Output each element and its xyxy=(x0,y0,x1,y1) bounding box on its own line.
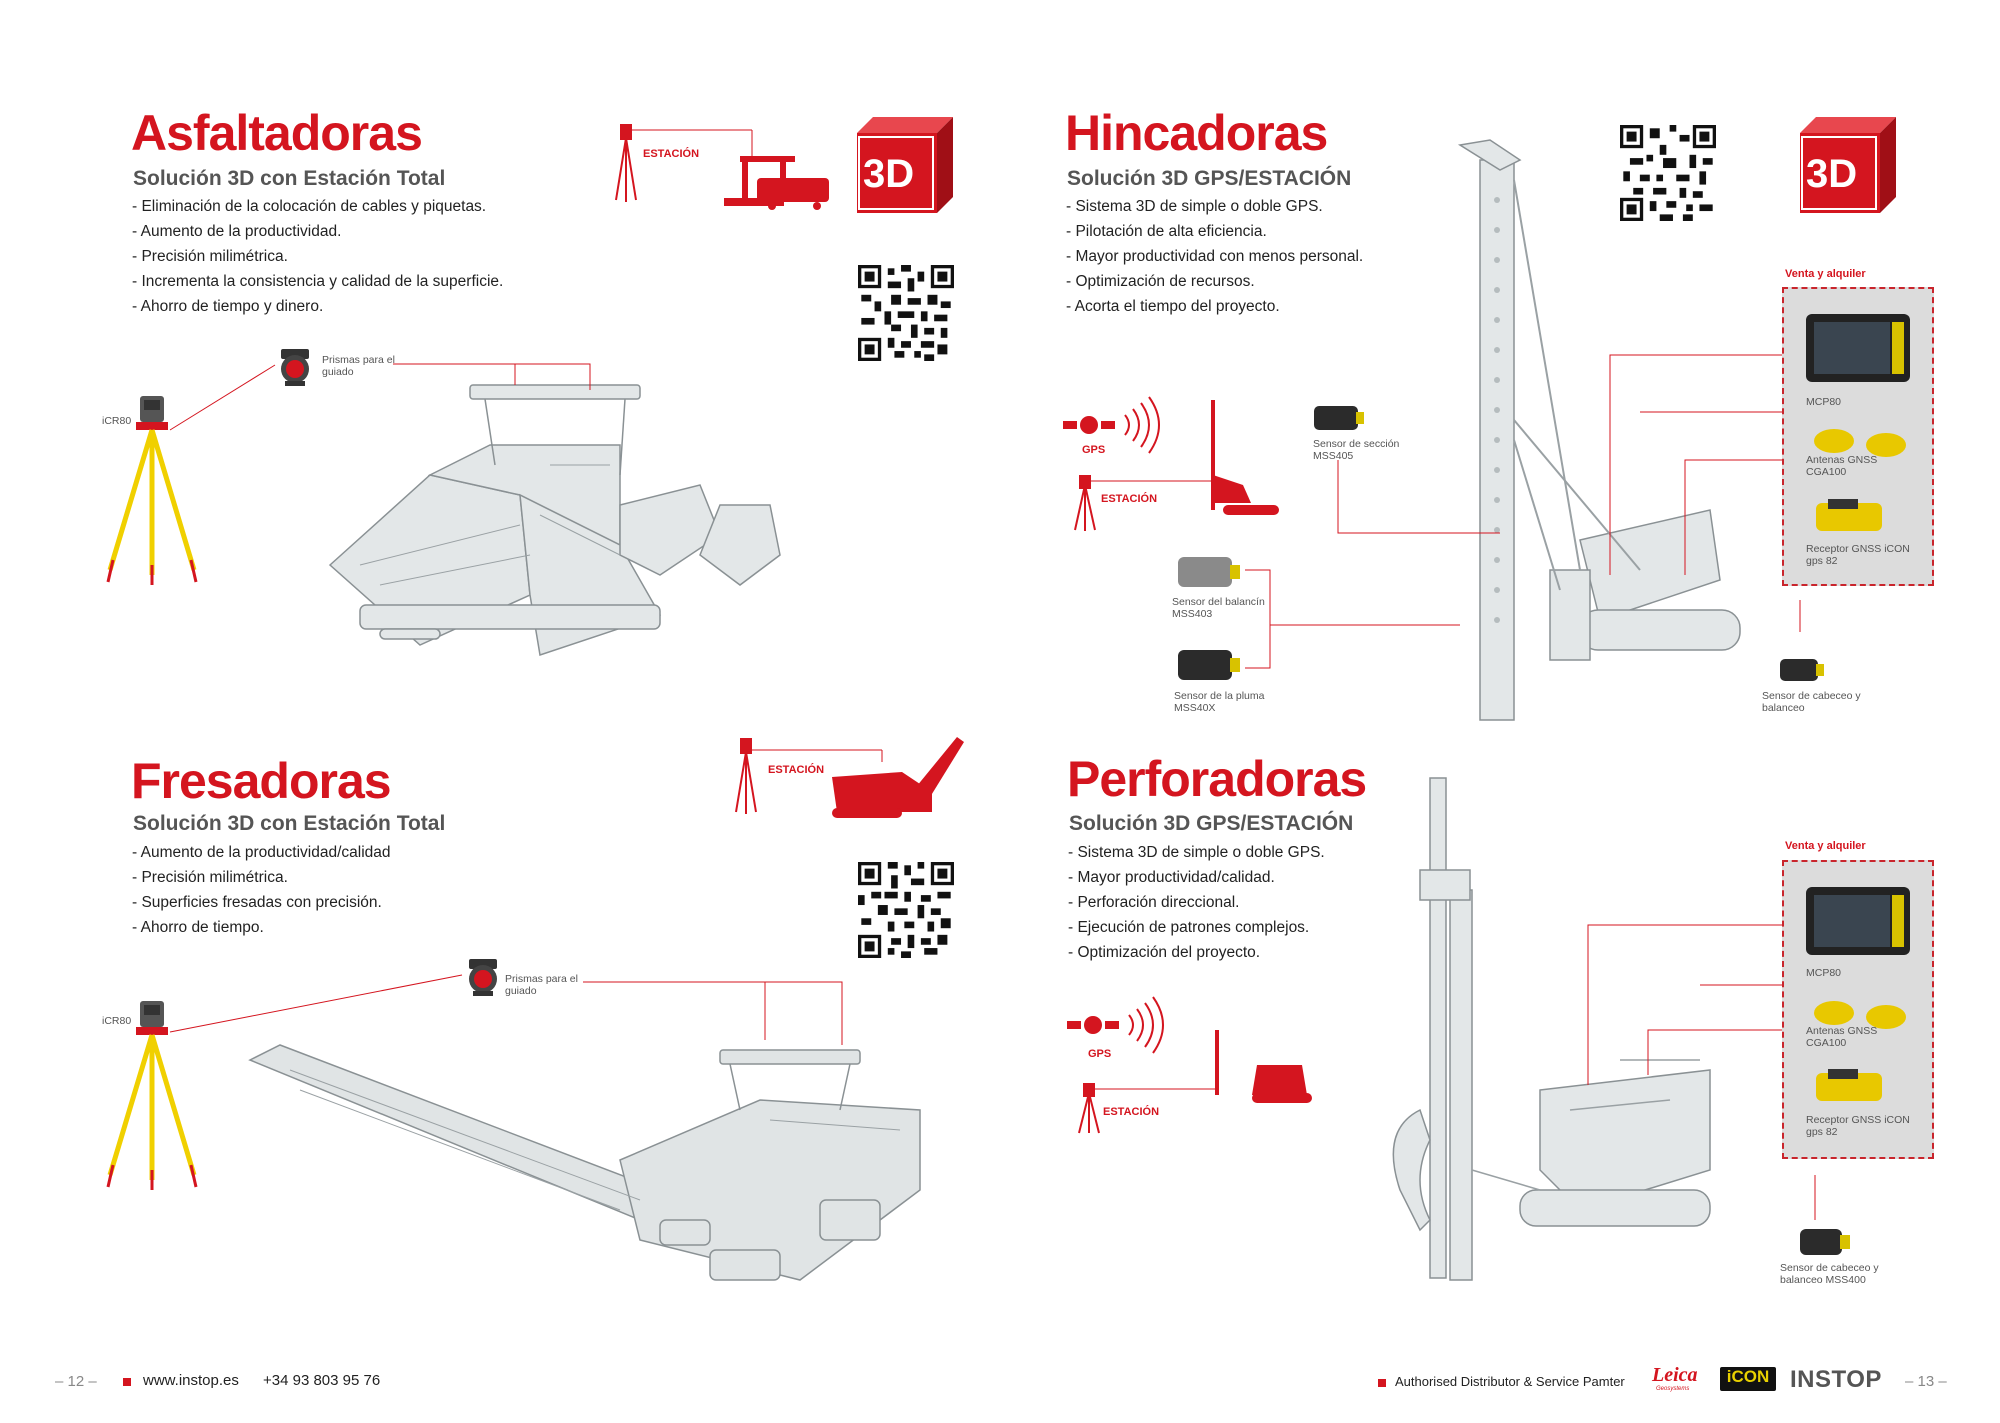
panel-title: Venta y alquiler xyxy=(1785,840,1866,852)
sensor-cabeceo-icon xyxy=(1780,659,1824,681)
icr80-label: iCR80 xyxy=(102,415,132,427)
distributor-text: Authorised Distributor & Service Pamter xyxy=(1395,1374,1625,1389)
pile-driver-illustration xyxy=(1457,139,1741,721)
list-item: - Acorta el tiempo del proyecto. xyxy=(1066,298,1280,315)
station-label: ESTACIÓN xyxy=(768,764,825,776)
list-item: - Optimización del proyecto. xyxy=(1068,944,1261,961)
icr80-tripod xyxy=(106,396,198,585)
list-item: - Ejecución de patrones complejos. xyxy=(1068,919,1310,936)
phone-number: +34 93 803 95 76 xyxy=(263,1372,381,1389)
station-label: ESTACIÓN xyxy=(1101,493,1158,505)
gnss-receiver-icon xyxy=(1816,1069,1882,1101)
section-title-fresadoras: Fresadoras xyxy=(131,753,392,809)
sensor-section-icon xyxy=(1314,406,1364,430)
station-label: ESTACIÓN xyxy=(643,148,700,160)
section-title-asfaltadoras: Asfaltadoras xyxy=(131,105,423,161)
sensor-cabeceo-label: Sensor de cabeceo y balanceo MSS400 xyxy=(1780,1262,1879,1286)
drill-rig-illustration xyxy=(1392,777,1711,1281)
page-number-right: – 13 – xyxy=(1905,1373,1947,1390)
icr80-label: iCR80 xyxy=(102,1015,132,1027)
station-label: ESTACIÓN xyxy=(1103,1106,1160,1118)
gps-station-piling-diagram xyxy=(1063,396,1279,531)
list-item: - Sistema 3D de simple o doble GPS. xyxy=(1068,844,1325,861)
feature-list-fresadoras: - Aumento de la productividad/calidad - … xyxy=(132,840,391,940)
section-subtitle-asfaltadoras: Solución 3D con Estación Total xyxy=(133,167,446,190)
sensor-pluma-label: Sensor de la pluma MSS40X xyxy=(1174,690,1265,714)
gnss-receiver-icon xyxy=(1816,499,1882,531)
list-item: - Perforación direccional. xyxy=(1068,894,1240,911)
gnss-antenna-icon xyxy=(1814,1001,1906,1029)
3d-badge-label: 3D xyxy=(1806,152,1858,196)
gnss-antenna-icon xyxy=(1814,429,1906,457)
list-item: - Ahorro de tiempo. xyxy=(132,919,264,936)
3d-badge xyxy=(857,117,953,213)
list-item: - Ahorro de tiempo y dinero. xyxy=(132,298,324,315)
list-item: - Mayor productividad con menos personal… xyxy=(1066,248,1364,265)
section-title-hincadoras: Hincadoras xyxy=(1065,105,1328,161)
sensor-balancin-label: Sensor del balancín MSS403 xyxy=(1172,596,1265,620)
sensor-pluma-icon xyxy=(1178,650,1240,680)
section-subtitle-hincadoras: Solución 3D GPS/ESTACIÓN xyxy=(1067,167,1352,190)
qr-code xyxy=(1620,125,1716,221)
3d-badge-label: 3D xyxy=(863,152,915,196)
panel-item-antenas: Antenas GNSS CGA100 xyxy=(1806,454,1878,478)
bullet-square xyxy=(1378,1379,1386,1387)
feature-list-perforadoras: - Sistema 3D de simple o doble GPS. - Ma… xyxy=(1068,840,1325,965)
panel-title: Venta y alquiler xyxy=(1785,268,1866,280)
feature-list-asfaltadoras: - Eliminación de la colocación de cables… xyxy=(132,194,503,319)
list-item: - Optimización de recursos. xyxy=(1066,273,1255,290)
list-item: - Eliminación de la colocación de cables… xyxy=(132,198,487,215)
gps-label: GPS xyxy=(1088,1048,1112,1060)
feature-list-hincadoras: - Sistema 3D de simple o doble GPS. - Pi… xyxy=(1066,194,1363,319)
page-number-left: – 12 – xyxy=(55,1373,97,1390)
panel-item-receptor: Receptor GNSS iCON gps 82 xyxy=(1806,543,1910,567)
website-link[interactable]: www.instop.es xyxy=(143,1372,239,1389)
list-item: - Precisión milimétrica. xyxy=(132,248,288,265)
leica-logo-sub: Geosystems xyxy=(1656,1386,1690,1392)
gps-label: GPS xyxy=(1082,444,1106,456)
icr80-tripod xyxy=(106,1001,198,1190)
sensor-cabeceo-icon xyxy=(1800,1229,1850,1255)
gps-station-drill-diagram xyxy=(1067,996,1312,1134)
list-item: - Mayor productividad/calidad. xyxy=(1068,869,1275,886)
section-subtitle-perforadoras: Solución 3D GPS/ESTACIÓN xyxy=(1069,812,1354,835)
equipment-panel: MCP80 Antenas GNSS CGA100 Receptor GNSS … xyxy=(1782,860,1934,1159)
icon-logo-text: iCON xyxy=(1726,1367,1770,1386)
milling-machine-illustration xyxy=(248,1044,921,1281)
instop-logo: INSTOP xyxy=(1790,1366,1882,1393)
panel-item-antenas: Antenas GNSS CGA100 xyxy=(1806,1025,1878,1049)
mcp80-device-icon xyxy=(1806,314,1910,382)
prism-label: Prismas para el guiado xyxy=(505,973,578,997)
list-item: - Sistema 3D de simple o doble GPS. xyxy=(1066,198,1323,215)
mcp80-device-icon xyxy=(1806,887,1910,955)
list-item: - Superficies fresadas con precisión. xyxy=(132,894,382,911)
sensor-balancin-icon xyxy=(1178,557,1240,587)
sensor-cabeceo-label: Sensor de cabeceo y balanceo xyxy=(1762,690,1861,714)
prism-icon xyxy=(281,349,309,386)
list-item: - Pilotación de alta eficiencia. xyxy=(1066,223,1267,240)
panel-item-mcp80: MCP80 xyxy=(1806,396,1842,408)
prism-label: Prismas para el guiado xyxy=(322,354,395,378)
prism-icon xyxy=(469,959,497,996)
paver-machine-illustration xyxy=(328,384,781,656)
qr-code xyxy=(858,862,954,958)
qr-code xyxy=(858,265,954,361)
panel-item-receptor: Receptor GNSS iCON gps 82 xyxy=(1806,1114,1910,1138)
icon-logo: iCON xyxy=(1720,1367,1776,1391)
section-title-perforadoras: Perforadoras xyxy=(1067,751,1367,807)
station-milling-diagram xyxy=(735,737,964,818)
sensor-section-label: Sensor de sección MSS405 xyxy=(1313,438,1400,462)
list-item: - Incrementa la consistencia y calidad d… xyxy=(132,273,504,290)
list-item: - Aumento de la productividad/calidad xyxy=(132,844,391,861)
panel-item-mcp80: MCP80 xyxy=(1806,967,1842,979)
list-item: - Aumento de la productividad. xyxy=(132,223,342,240)
list-item: - Precisión milimétrica. xyxy=(132,869,288,886)
section-subtitle-fresadoras: Solución 3D con Estación Total xyxy=(133,812,446,835)
bullet-square xyxy=(123,1378,131,1386)
equipment-panel: MCP80 Antenas GNSS CGA100 Receptor GNSS … xyxy=(1782,287,1934,586)
station-paver-diagram xyxy=(615,124,829,210)
3d-badge xyxy=(1800,117,1896,213)
leica-logo: Leica xyxy=(1652,1364,1698,1386)
